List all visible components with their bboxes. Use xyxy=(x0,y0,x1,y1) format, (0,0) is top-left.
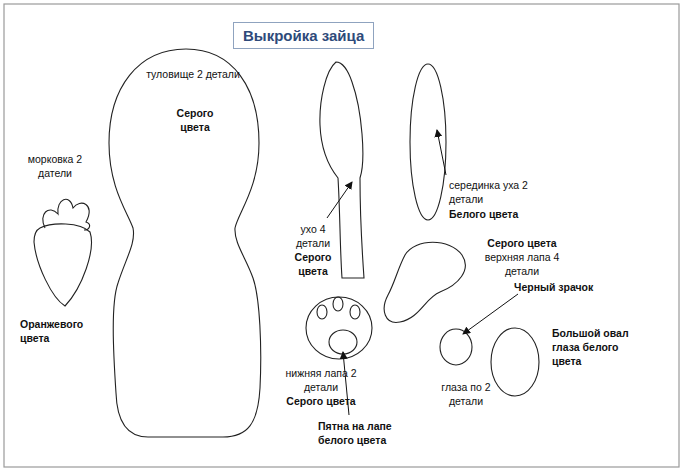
part-name: Пятна на лапе белого цвета xyxy=(318,419,414,447)
part-label: Серого цвета xyxy=(163,106,227,134)
eye-oval xyxy=(491,328,539,396)
part-name: глаза по 2 детали xyxy=(430,380,502,408)
color-note: Серого цвета xyxy=(480,236,564,250)
part-name: ухо 4 детали xyxy=(290,222,336,250)
title-box: Выкройка зайца xyxy=(233,22,374,49)
paw-spot xyxy=(333,297,343,311)
eye-pupil xyxy=(440,329,472,365)
paw-pad xyxy=(329,330,357,354)
carrot-body xyxy=(34,224,91,306)
leader-line xyxy=(463,294,518,334)
lower-paw xyxy=(306,297,372,359)
paw-spot xyxy=(350,305,360,319)
body-shape: туловище 2 деталиСерого цвета xyxy=(108,48,264,440)
part-name: верхняя лапа 4 детали xyxy=(480,250,564,278)
part-name: серединка уха 2 детали xyxy=(449,178,529,206)
ear-middle xyxy=(410,64,446,220)
frame xyxy=(4,4,679,467)
part-name: нижняя лапа 2 детали xyxy=(280,366,362,394)
leader-line xyxy=(437,130,446,175)
part-label: туловище 2 детали xyxy=(143,67,243,81)
body-outline xyxy=(108,48,264,440)
part-name: морковка 2 датели xyxy=(22,152,88,180)
part-name: Черный зрачок xyxy=(514,280,606,294)
color-note: Оранжевого цвета xyxy=(20,317,98,345)
carrot-leaves xyxy=(43,199,90,230)
paw-spot xyxy=(317,305,327,319)
leader-line xyxy=(327,182,352,218)
part-name: Большой овал глаза белого цвета xyxy=(552,326,632,368)
color-note: Серого цвета xyxy=(290,250,336,278)
color-note: Серого цвета xyxy=(280,394,362,408)
upper-paw xyxy=(384,242,465,322)
color-note: Белого цвета xyxy=(449,207,529,221)
